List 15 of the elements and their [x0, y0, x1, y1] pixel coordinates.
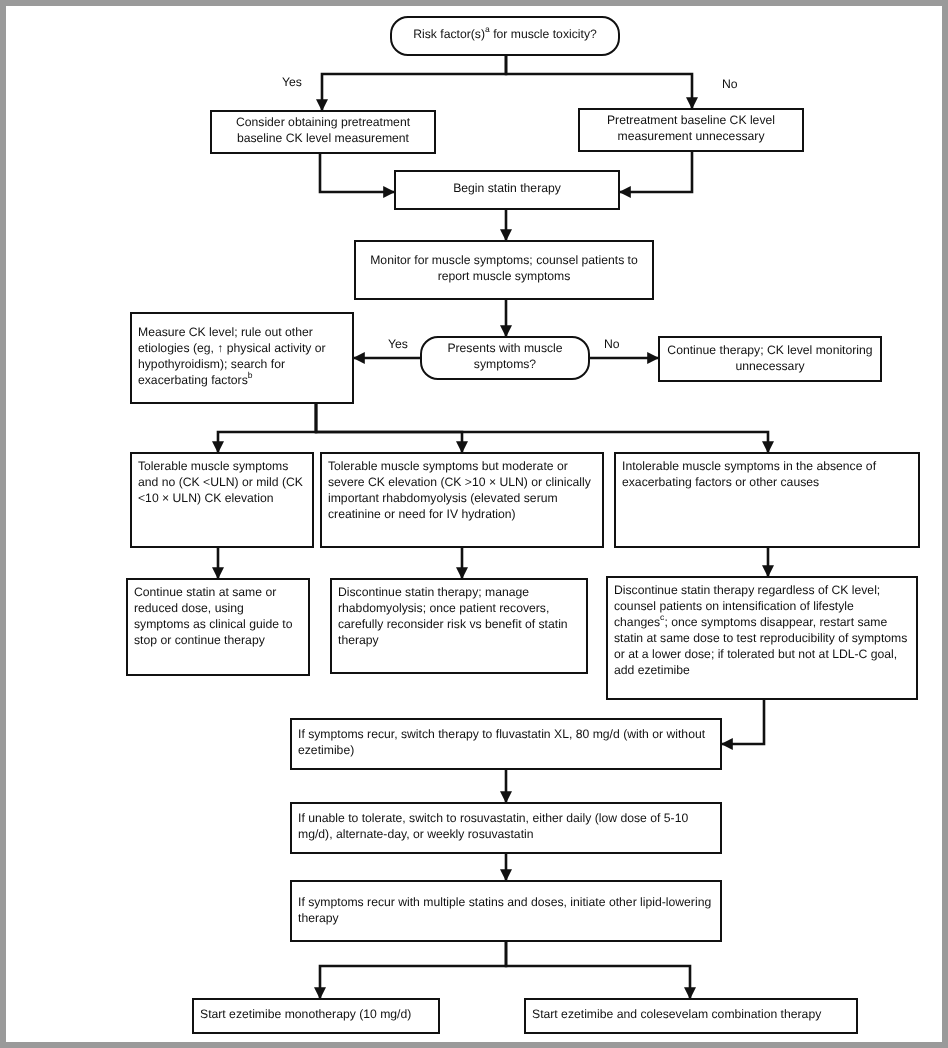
- arrow: [720, 700, 766, 750]
- arrow: [618, 152, 694, 198]
- arrow: [500, 210, 512, 242]
- arrow: [500, 770, 512, 804]
- arrow: [504, 56, 698, 110]
- arrow: [318, 154, 396, 198]
- arrow: [762, 548, 774, 578]
- arrow: [500, 300, 512, 338]
- arrow: [590, 352, 660, 364]
- arrow: [314, 404, 774, 454]
- arrow: [504, 942, 696, 1000]
- arrow: [212, 548, 224, 580]
- arrow: [352, 352, 420, 364]
- arrow: [500, 854, 512, 882]
- arrow: [456, 548, 468, 580]
